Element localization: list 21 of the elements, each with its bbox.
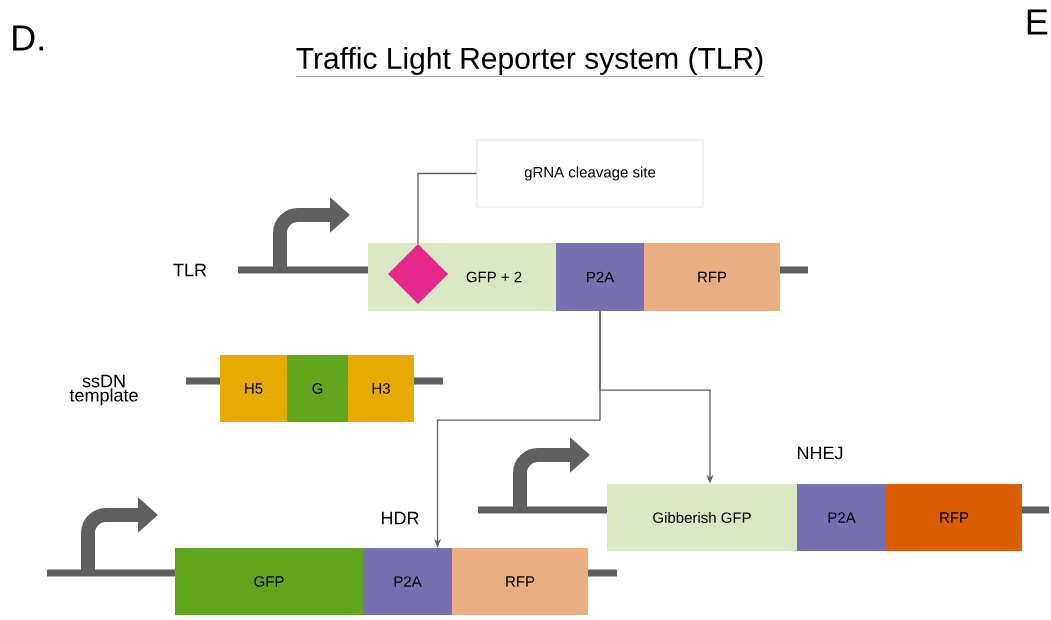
gene-segment-box: H3 — [348, 355, 414, 422]
panel-letter: E — [1027, 9, 1048, 35]
callout-box: gRNA cleavage site — [476, 139, 704, 208]
gene-segment-box: Gibberish GFP — [607, 484, 797, 551]
gene-segment-box: RFP — [886, 484, 1022, 551]
gene-segment-box: RFP — [644, 243, 780, 311]
construct-label: HDR — [382, 511, 419, 525]
construct-label: TLR — [173, 263, 207, 277]
title: Traffic Light Reporter system (TLR) — [295, 47, 765, 77]
leader-line — [417, 172, 478, 245]
gene-segment-box: P2A — [556, 243, 644, 311]
construct-label: ssDN template — [69, 374, 138, 406]
gene-segment-box: P2A — [363, 548, 452, 615]
gene-segment-box: G — [287, 355, 348, 422]
construct-label: NHEJ — [798, 446, 843, 460]
panel-letter: D. — [13, 25, 43, 51]
gene-segment-box: GFP — [175, 548, 363, 615]
cleavage-site-diamond — [388, 244, 448, 304]
gene-segment-box: RFP — [452, 548, 588, 615]
gene-segment-box: P2A — [797, 484, 886, 551]
gene-segment-box: H5 — [220, 355, 287, 422]
